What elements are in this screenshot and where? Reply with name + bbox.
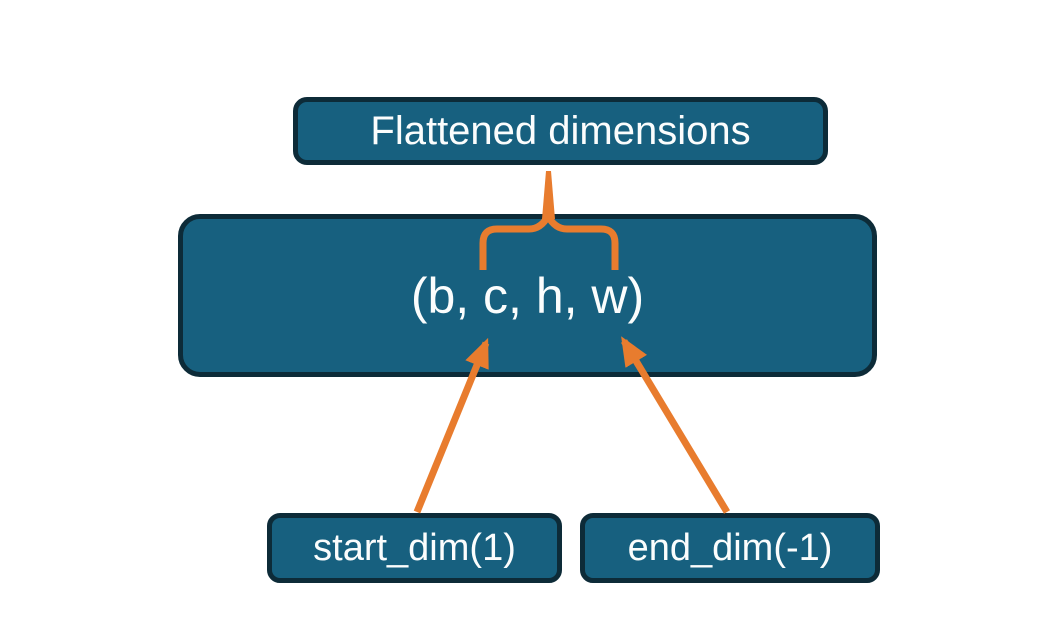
end-dim-box: end_dim(-1) (580, 513, 880, 583)
flattened-dimensions-box: Flattened dimensions (293, 97, 828, 165)
flattened-dimensions-label: Flattened dimensions (370, 109, 751, 153)
end-dim-label: end_dim(-1) (627, 527, 833, 569)
tensor-shape-label: (b, c, h, w) (410, 267, 645, 324)
brace-stem-connector (542, 171, 555, 219)
tensor-shape-box: (b, c, h, w) (178, 214, 877, 377)
start-dim-box: start_dim(1) (267, 513, 562, 583)
start-dim-label: start_dim(1) (313, 527, 516, 569)
